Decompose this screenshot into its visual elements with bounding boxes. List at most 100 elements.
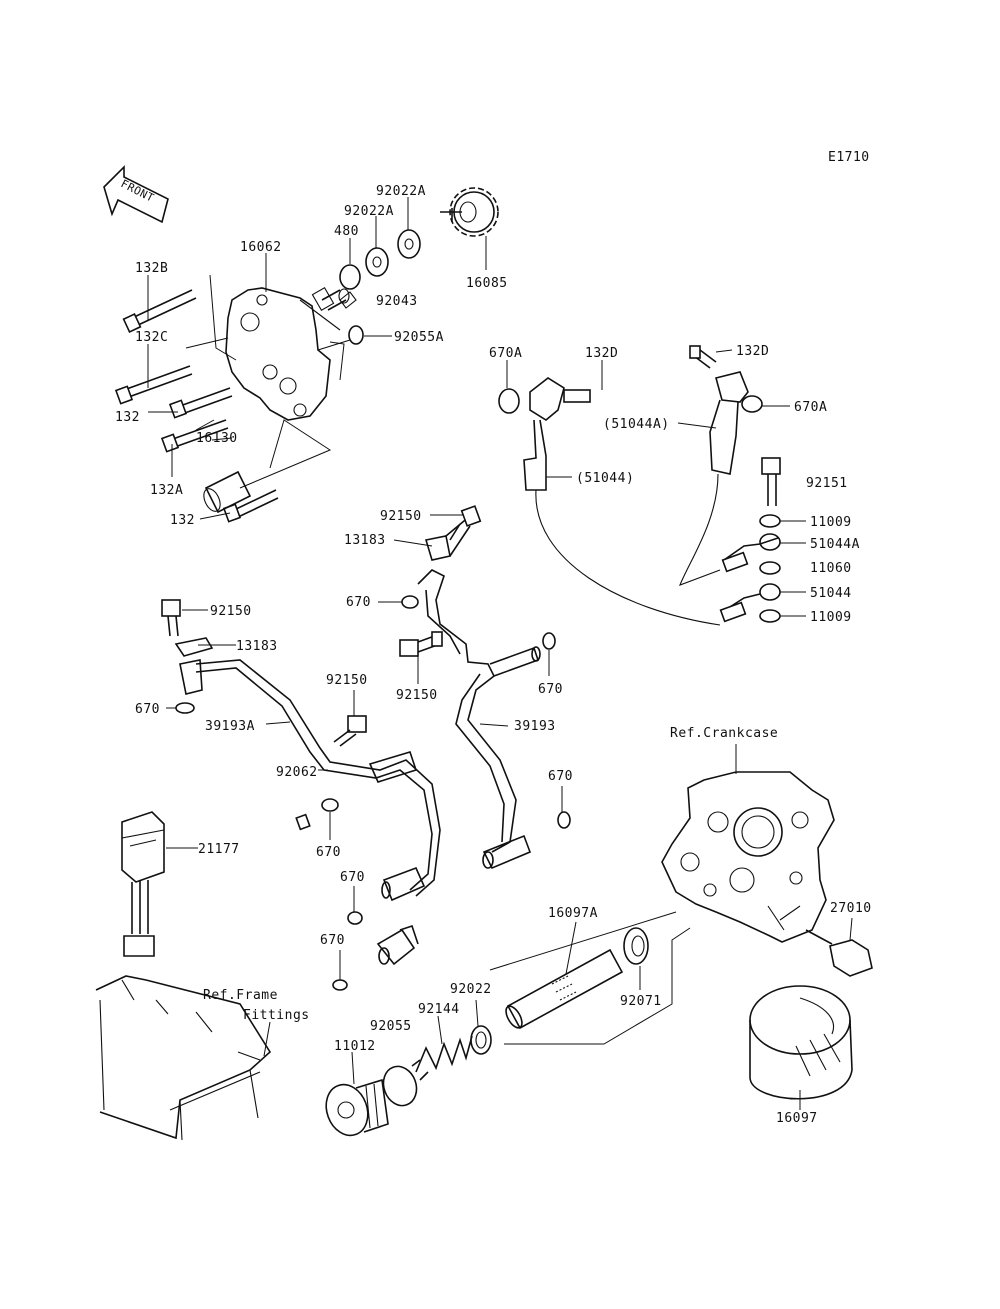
bolt-132C [114,365,193,405]
label-16130: 16130 [196,431,238,446]
oring-670-1 [401,595,419,609]
oring-670-6 [347,911,363,925]
label-11012: 11012 [334,1039,376,1054]
banjo-51044 [719,583,781,623]
label-132C: 132C [135,330,168,345]
oring-92055 [382,1065,418,1107]
bolt-92150-3 [161,599,181,637]
front-label: FRONT [119,177,157,205]
label-51044: 51044 [810,586,852,601]
plug-92062 [295,813,311,831]
oil-hose-51044A [679,345,763,586]
washer-92022 [470,999,492,1055]
bolt-92150-2 [399,631,443,657]
oil-hose-51044 [498,377,721,626]
label-51044-paren: (51044) [576,471,634,486]
front-arrow-icon: FRONT [103,165,169,224]
label-480: 480 [334,224,359,239]
label-670A-1: 670A [489,346,522,361]
label-16062: 16062 [240,240,282,255]
spring-92144 [411,1015,473,1081]
oring-670-5 [321,798,339,812]
bolt-132 [168,387,233,419]
bypass-valve-16097A [505,921,624,1030]
ring-480 [339,264,361,290]
bolt-132A [160,419,229,453]
label-27010: 27010 [830,901,872,916]
oil-filter-16097 [749,985,853,1110]
label-ref-frame: Ref.Frame [203,988,278,1003]
filter-bracket-lines [489,911,691,1045]
label-670-4: 670 [135,702,160,717]
label-39193: 39193 [514,719,556,734]
label-132B: 132B [135,261,168,276]
washer-11009-2 [759,609,781,623]
label-670-2: 670 [538,682,563,697]
label-92150-2: 92150 [396,688,438,703]
leader-lines-left [166,609,355,980]
fitting-lower [376,924,419,966]
label-132: 132 [115,410,140,425]
label-92022: 92022 [450,982,492,997]
label-670-1: 670 [346,595,371,610]
label-16085: 16085 [466,276,508,291]
label-92022A-1: 92022A [376,184,426,199]
label-132-lower: 132 [170,513,195,528]
oil-pump-16062 [225,286,357,421]
label-16097: 16097 [776,1111,818,1126]
leader-lines-pump [147,197,487,520]
plug-11012 [325,1051,389,1137]
relay-21177 [121,811,198,957]
bolt-92150-4 [333,715,367,747]
label-51044A-paren: (51044A) [603,417,670,432]
label-92071: 92071 [620,994,662,1009]
label-92062: 92062 [276,765,318,780]
label-92151: 92151 [806,476,848,491]
bolt-92151 [761,457,781,506]
label-92055A: 92055A [394,330,444,345]
label-92043: 92043 [376,294,418,309]
banjo-13183-1 [424,515,471,561]
label-16097A: 16097A [548,906,598,921]
oring-92055A [348,325,364,345]
bolt-132B [122,289,197,333]
leader-lines-hoses [506,349,806,617]
crankcase-ref [661,744,835,943]
label-670-6: 670 [340,870,365,885]
bushing-92043 [321,288,350,311]
oil-pipe-39193A [195,659,441,902]
label-11009-1: 11009 [810,515,852,530]
label-92150-4: 92150 [326,673,368,688]
oring-670-4 [175,702,195,714]
seal-92071 [623,927,649,990]
label-92055: 92055 [370,1019,412,1034]
frame-fittings [95,975,272,1141]
label-670-3: 670 [548,769,573,784]
leader-lines-center [378,514,563,812]
sprocket-16085 [440,187,499,237]
label-92022A-2: 92022A [344,204,394,219]
washer-11009-1 [759,514,781,528]
label-21177: 21177 [198,842,240,857]
oil-pipe-39193 [417,569,541,870]
banjo-51044A [721,533,781,573]
oring-670-7 [332,979,348,991]
part-labels: 92022A 92022A 480 16062 132B 132C 132 16… [115,184,872,1126]
label-132A: 132A [150,483,183,498]
label-132D-2: 132D [736,344,769,359]
pipe-16130 [203,470,252,514]
label-13183-2: 13183 [236,639,278,654]
label-39193A: 39193A [205,719,255,734]
label-13183-1: 13183 [344,533,386,548]
label-ref-crankcase: Ref.Crankcase [670,726,778,741]
label-670-7: 670 [320,933,345,948]
banjo-13183-2 [174,637,214,695]
washer-92022A-2 [397,229,421,259]
switch-27010 [805,917,873,977]
label-11009-2: 11009 [810,610,852,625]
label-51044A: 51044A [810,537,860,552]
washer-11060 [759,561,781,575]
label-670-5: 670 [316,845,341,860]
washer-92022A-1 [365,247,389,277]
